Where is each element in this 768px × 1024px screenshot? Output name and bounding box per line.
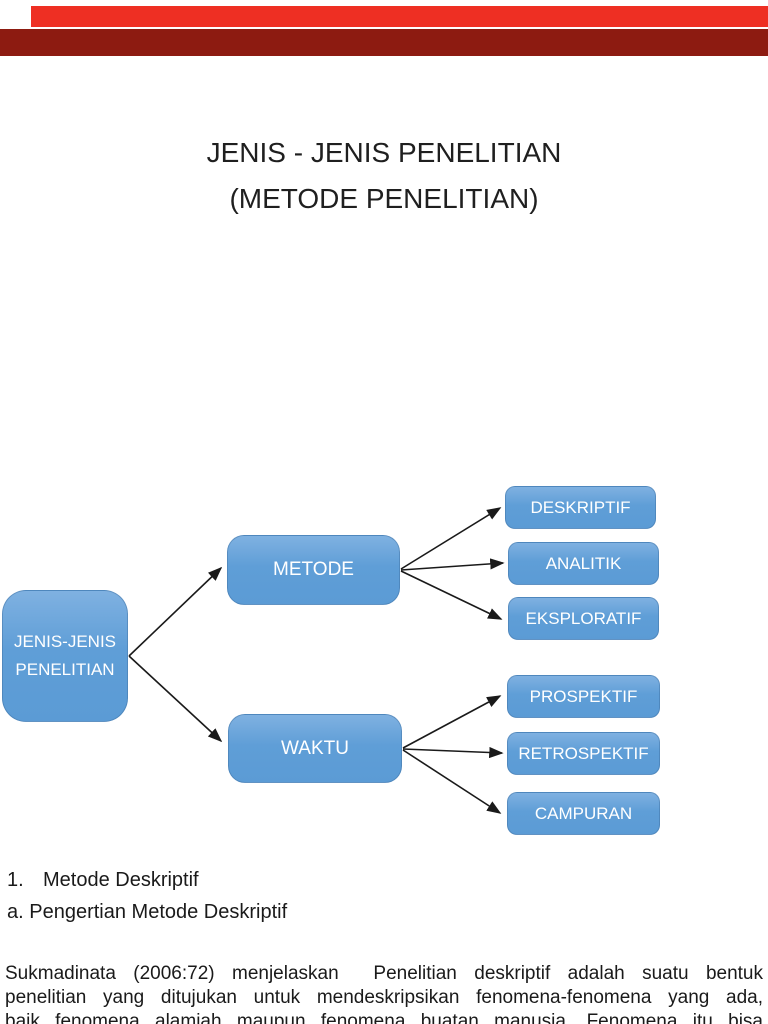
sub-heading: a. Pengertian Metode Deskriptif bbox=[7, 901, 288, 923]
numbered-item-number: 1. bbox=[7, 869, 24, 891]
retrospektif-label: RETROSPEKTIF bbox=[518, 743, 649, 763]
diagram-node-analitik: ANALITIK bbox=[508, 542, 659, 585]
paragraph-line-2: penelitian yang ditujukan untuk mendeskr… bbox=[5, 987, 763, 1008]
diagram-node-retrospektif: RETROSPEKTIF bbox=[507, 732, 660, 775]
numbered-item-title: Metode Deskriptif bbox=[43, 869, 199, 891]
analitik-label: ANALITIK bbox=[545, 553, 622, 573]
diagram-node-deskriptif: DESKRIPTIF bbox=[505, 486, 656, 529]
diagram-node-metode: METODE bbox=[227, 535, 400, 605]
deskriptif-label: DESKRIPTIF bbox=[530, 497, 631, 517]
root-label-line2: PENELITIAN bbox=[15, 660, 115, 679]
slide-title-line1: JENIS - JENIS PENELITIAN bbox=[206, 137, 562, 168]
root-label-line1: JENIS-JENIS bbox=[13, 632, 117, 651]
viewer-secondary-bar bbox=[0, 29, 768, 56]
diagram-node-campuran: CAMPURAN bbox=[507, 792, 660, 835]
prospektif-label: PROSPEKTIF bbox=[529, 686, 638, 706]
viewer-top-bar bbox=[31, 6, 768, 27]
waktu-label: WAKTU bbox=[281, 737, 349, 759]
numbered-item: 1. Metode Deskriptif bbox=[7, 865, 199, 895]
connector-arrows bbox=[128, 507, 505, 814]
diagram-node-prospektif: PROSPEKTIF bbox=[507, 675, 660, 718]
campuran-label: CAMPURAN bbox=[534, 803, 633, 823]
paragraph-line-1: Sukmadinata (2006:72) menjelaskan Peneli… bbox=[5, 963, 763, 984]
diagram-node-root: JENIS-JENIS PENELITIAN bbox=[2, 590, 128, 722]
slide-title-line2: (METODE PENELITIAN) bbox=[229, 183, 539, 214]
diagram-node-waktu: WAKTU bbox=[228, 714, 402, 783]
metode-label: METODE bbox=[273, 559, 354, 580]
slide-title: JENIS - JENIS PENELITIAN (METODE PENELIT… bbox=[0, 130, 768, 222]
paragraph-line-3: baik fenomena alamiah maupun fenomena bu… bbox=[5, 1011, 763, 1024]
diagram-node-eksploratif: EKSPLORATIF bbox=[508, 597, 659, 640]
eksploratif-label: EKSPLORATIF bbox=[525, 608, 642, 628]
